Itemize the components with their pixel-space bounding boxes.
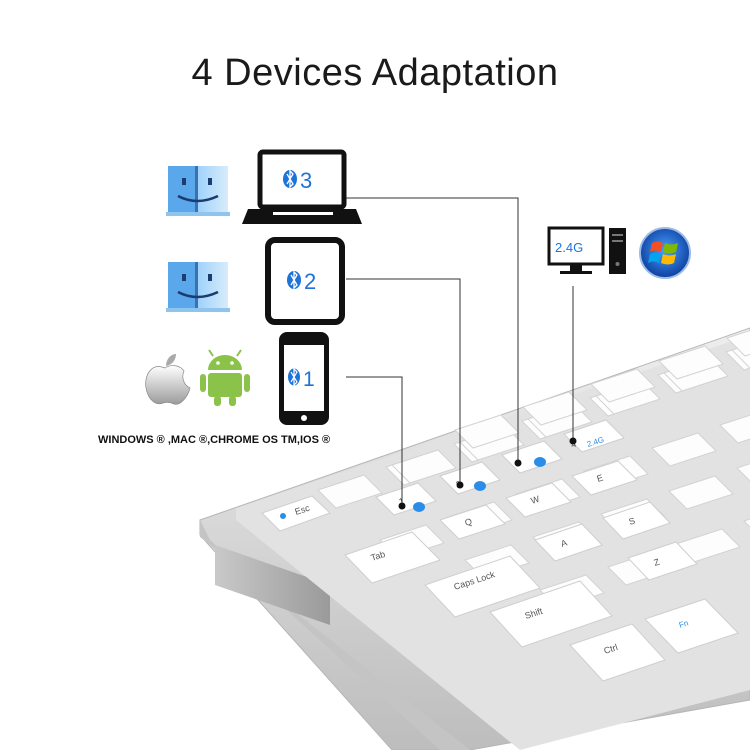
key-w-label: W	[530, 494, 542, 506]
key-caps[interactable]: Caps Lock	[424, 555, 541, 618]
key-tab[interactable]: Tab	[344, 531, 441, 584]
bluetooth-1-icon	[413, 502, 425, 512]
key-grid	[317, 323, 750, 609]
keyboard-key[interactable]	[743, 506, 750, 539]
mac-finder-icon	[166, 262, 230, 312]
key-1[interactable]: 1	[375, 482, 437, 516]
keyboard-key[interactable]	[651, 432, 717, 467]
key-q-label: Q	[464, 516, 474, 528]
laptop-device: 3	[242, 149, 362, 224]
os-compatibility-note: WINDOWS ® ,MAC ®,CHROME OS TM,IOS ®	[98, 434, 331, 446]
connector-dot	[569, 437, 577, 445]
desktop-channel-label: 2.4G	[555, 240, 583, 255]
bluetooth-2-icon	[474, 481, 486, 491]
pc-tower-icon	[609, 228, 626, 274]
keyboard-key[interactable]	[736, 453, 750, 486]
keyboard-key[interactable]	[668, 475, 734, 510]
key-fn-label: Fn	[678, 618, 690, 629]
mac-finder-icon	[166, 166, 230, 216]
android-icon	[200, 349, 250, 406]
key-z[interactable]: Z	[627, 541, 698, 581]
laptop-channel-label: 3	[300, 168, 312, 193]
keyboard-key[interactable]	[317, 474, 383, 509]
connector-dot	[514, 459, 522, 467]
keyboard-key[interactable]	[454, 414, 520, 449]
phone-device: 1	[279, 332, 329, 425]
bluetooth-3-icon	[534, 457, 546, 467]
connector-phone	[346, 376, 403, 505]
key-q[interactable]: Q	[439, 504, 506, 540]
keyboard-key[interactable]	[726, 323, 750, 357]
apple-icon	[145, 354, 191, 405]
key-e[interactable]: E	[571, 460, 638, 496]
keyboard-key[interactable]	[658, 345, 724, 380]
key-esc-label: Esc	[294, 503, 312, 517]
key-esc[interactable]: Esc	[261, 495, 331, 532]
bluetooth-dot	[280, 513, 286, 519]
bluetooth-icon	[288, 367, 300, 387]
bluetooth-icon	[287, 270, 301, 290]
connector-lines	[346, 197, 574, 505]
windows-icon	[639, 227, 691, 279]
keyboard-stand	[215, 545, 330, 625]
connector-dot	[398, 502, 406, 510]
key-1-label: 1	[398, 496, 406, 507]
key-s[interactable]: S	[602, 501, 671, 540]
key-ctrl[interactable]: Ctrl	[569, 623, 666, 682]
tablet-channel-label: 2	[304, 269, 316, 294]
bluetooth-icon	[283, 169, 297, 189]
key-a[interactable]: A	[534, 523, 603, 562]
key-w[interactable]: W	[505, 482, 572, 518]
desktop-device: 2.4G	[547, 226, 626, 274]
key-ctrl-label: Ctrl	[603, 642, 619, 656]
page-title: 4 Devices Adaptation	[191, 52, 559, 94]
tablet-device: 2	[265, 237, 345, 325]
key-shift[interactable]: Shift	[489, 580, 613, 648]
keyboard: Esc Tab Caps Lock Shift Ctrl Fn	[199, 323, 750, 750]
connector-tablet	[346, 278, 461, 484]
key-e-label: E	[596, 473, 605, 484]
key-tab-label: Tab	[370, 549, 387, 563]
key-fn[interactable]: Fn	[644, 598, 739, 654]
connector-laptop	[346, 197, 519, 462]
keyboard-key[interactable]	[391, 449, 457, 484]
key-s-label: S	[628, 516, 637, 527]
key-z-label: Z	[653, 557, 662, 568]
connector-dot	[456, 481, 464, 489]
phone-channel-label: 1	[303, 368, 315, 391]
key-a-label: A	[560, 538, 569, 549]
keyboard-key[interactable]	[590, 368, 656, 403]
keyboard-key[interactable]	[719, 410, 750, 444]
keyboard-key[interactable]	[522, 391, 588, 426]
